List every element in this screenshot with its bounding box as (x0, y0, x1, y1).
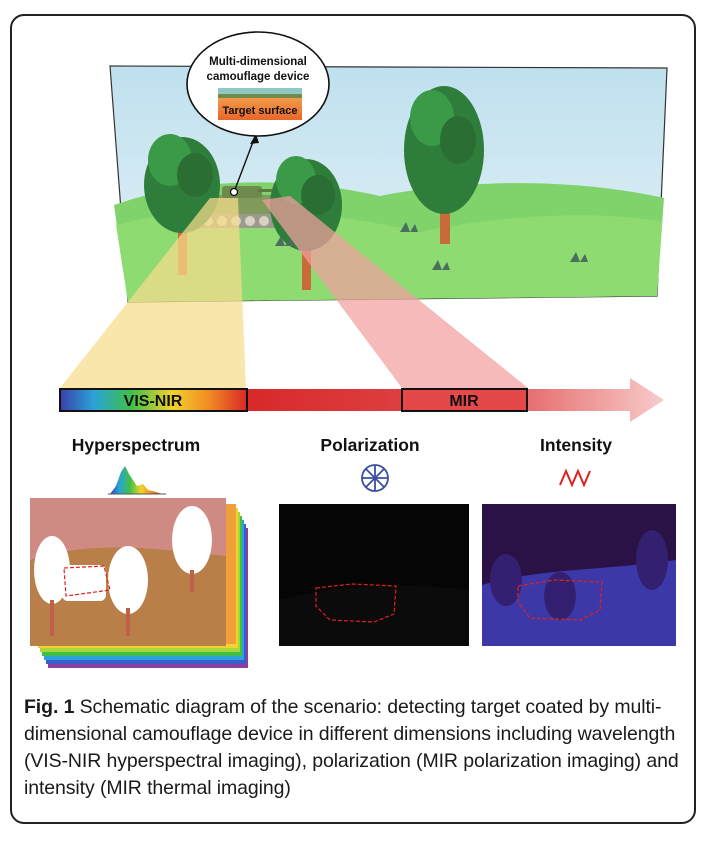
mir-beam (262, 196, 528, 388)
spectrum-curve-icon (108, 466, 166, 495)
target-surface-label: Target surface (223, 105, 298, 117)
tree-left-icon (144, 134, 220, 275)
callout-line1: Multi-dimensional (209, 56, 307, 68)
figure-caption: Fig. 1 Schematic diagram of the scenario… (24, 694, 688, 802)
vis-nir-band (59, 388, 248, 412)
camouflage-layer (218, 88, 302, 94)
scene-picture (109, 65, 668, 303)
polarization-image (279, 504, 469, 646)
mir-label: MIR (449, 393, 479, 410)
vis-nir-label: VIS-NIR (124, 393, 183, 410)
intensity-image (482, 504, 676, 646)
tree-right-icon (404, 86, 484, 244)
polarization-title: Polarization (320, 435, 419, 455)
target-surface-layer (218, 98, 302, 120)
vis-nir-beam (60, 198, 246, 388)
caption-text: Schematic diagram of the scenario: detec… (24, 696, 679, 799)
grass-tufts (275, 222, 588, 270)
scenario-diagram: Multi-dimensional camouflage device Targ… (30, 31, 676, 668)
intensity-title: Intensity (540, 435, 612, 455)
spectrum-arrow: VIS-NIR MIR (59, 378, 664, 422)
caption-label: Fig. 1 (24, 696, 75, 718)
hyperspectrum-title: Hyperspectrum (72, 435, 200, 455)
camouflage-callout: Multi-dimensional camouflage device Targ… (186, 31, 330, 197)
callout-line2: camouflage device (207, 71, 310, 83)
hyperspectral-cube (30, 498, 248, 668)
polarization-icon (361, 464, 389, 492)
mir-band (401, 388, 528, 412)
intensity-wave-icon (559, 468, 591, 488)
